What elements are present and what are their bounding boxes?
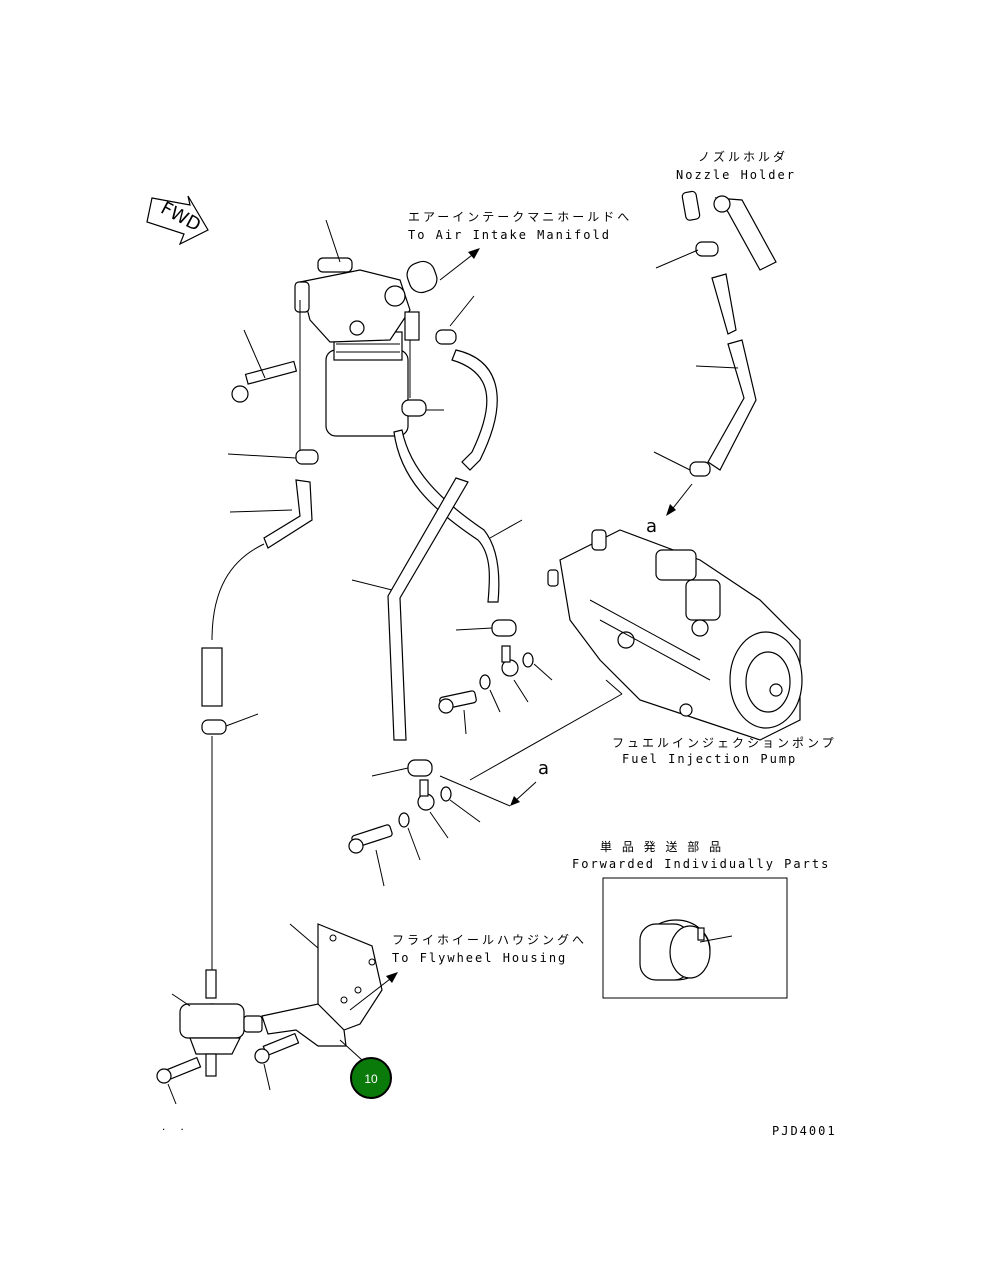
callout-marker[interactable]: 10 — [350, 1057, 392, 1099]
forwarded-part — [639, 919, 711, 981]
fuel-pump-jp-label: フュエルインジェクションポンプ — [612, 736, 837, 750]
air-intake-arrow — [439, 248, 480, 281]
forwarded-jp-label: 単 品 発 送 部 品 — [600, 839, 724, 854]
fuel-injection-pump — [547, 529, 803, 741]
bolt-filter — [231, 329, 298, 403]
arrow-a-top — [666, 483, 693, 516]
arrow-a-mid — [510, 781, 537, 806]
electric-fuel-pump — [179, 969, 263, 1077]
mount-bolts — [156, 1032, 300, 1084]
banjo-set-lower — [348, 779, 452, 854]
flywheel-arrow — [349, 972, 398, 1011]
ref-a-mid: a — [538, 758, 549, 779]
callout-number: 10 — [364, 1072, 378, 1086]
nozzle-holder — [681, 190, 777, 271]
nozzle-holder-jp-label: ノズルホルダ — [698, 149, 788, 164]
flywheel-en-label: To Flywheel Housing — [392, 951, 567, 965]
flywheel-jp-label: フライホイールハウジングへ — [392, 933, 587, 947]
bracket — [261, 923, 383, 1047]
hoses — [201, 273, 757, 970]
banjo-set-upper — [438, 645, 534, 714]
fuel-pump-en-label: Fuel Injection Pump — [622, 752, 797, 766]
forwarded-parts-box — [602, 877, 788, 999]
fwd-arrow-icon: FWD — [146, 195, 209, 246]
air-intake-jp-label: エアーインテークマニホールドへ — [408, 210, 632, 224]
drawing-number: PJD4001 — [772, 1124, 837, 1138]
forwarded-en-label: Forwarded Individually Parts — [572, 857, 830, 871]
ref-a-top: a — [646, 516, 657, 537]
svg-text:˙ ˙: ˙ ˙ — [160, 1127, 188, 1141]
fuel-filter — [294, 257, 438, 437]
nozzle-holder-en-label: Nozzle Holder — [676, 168, 796, 182]
clamps — [201, 241, 719, 777]
air-intake-en-label: To Air Intake Manifold — [408, 228, 611, 242]
